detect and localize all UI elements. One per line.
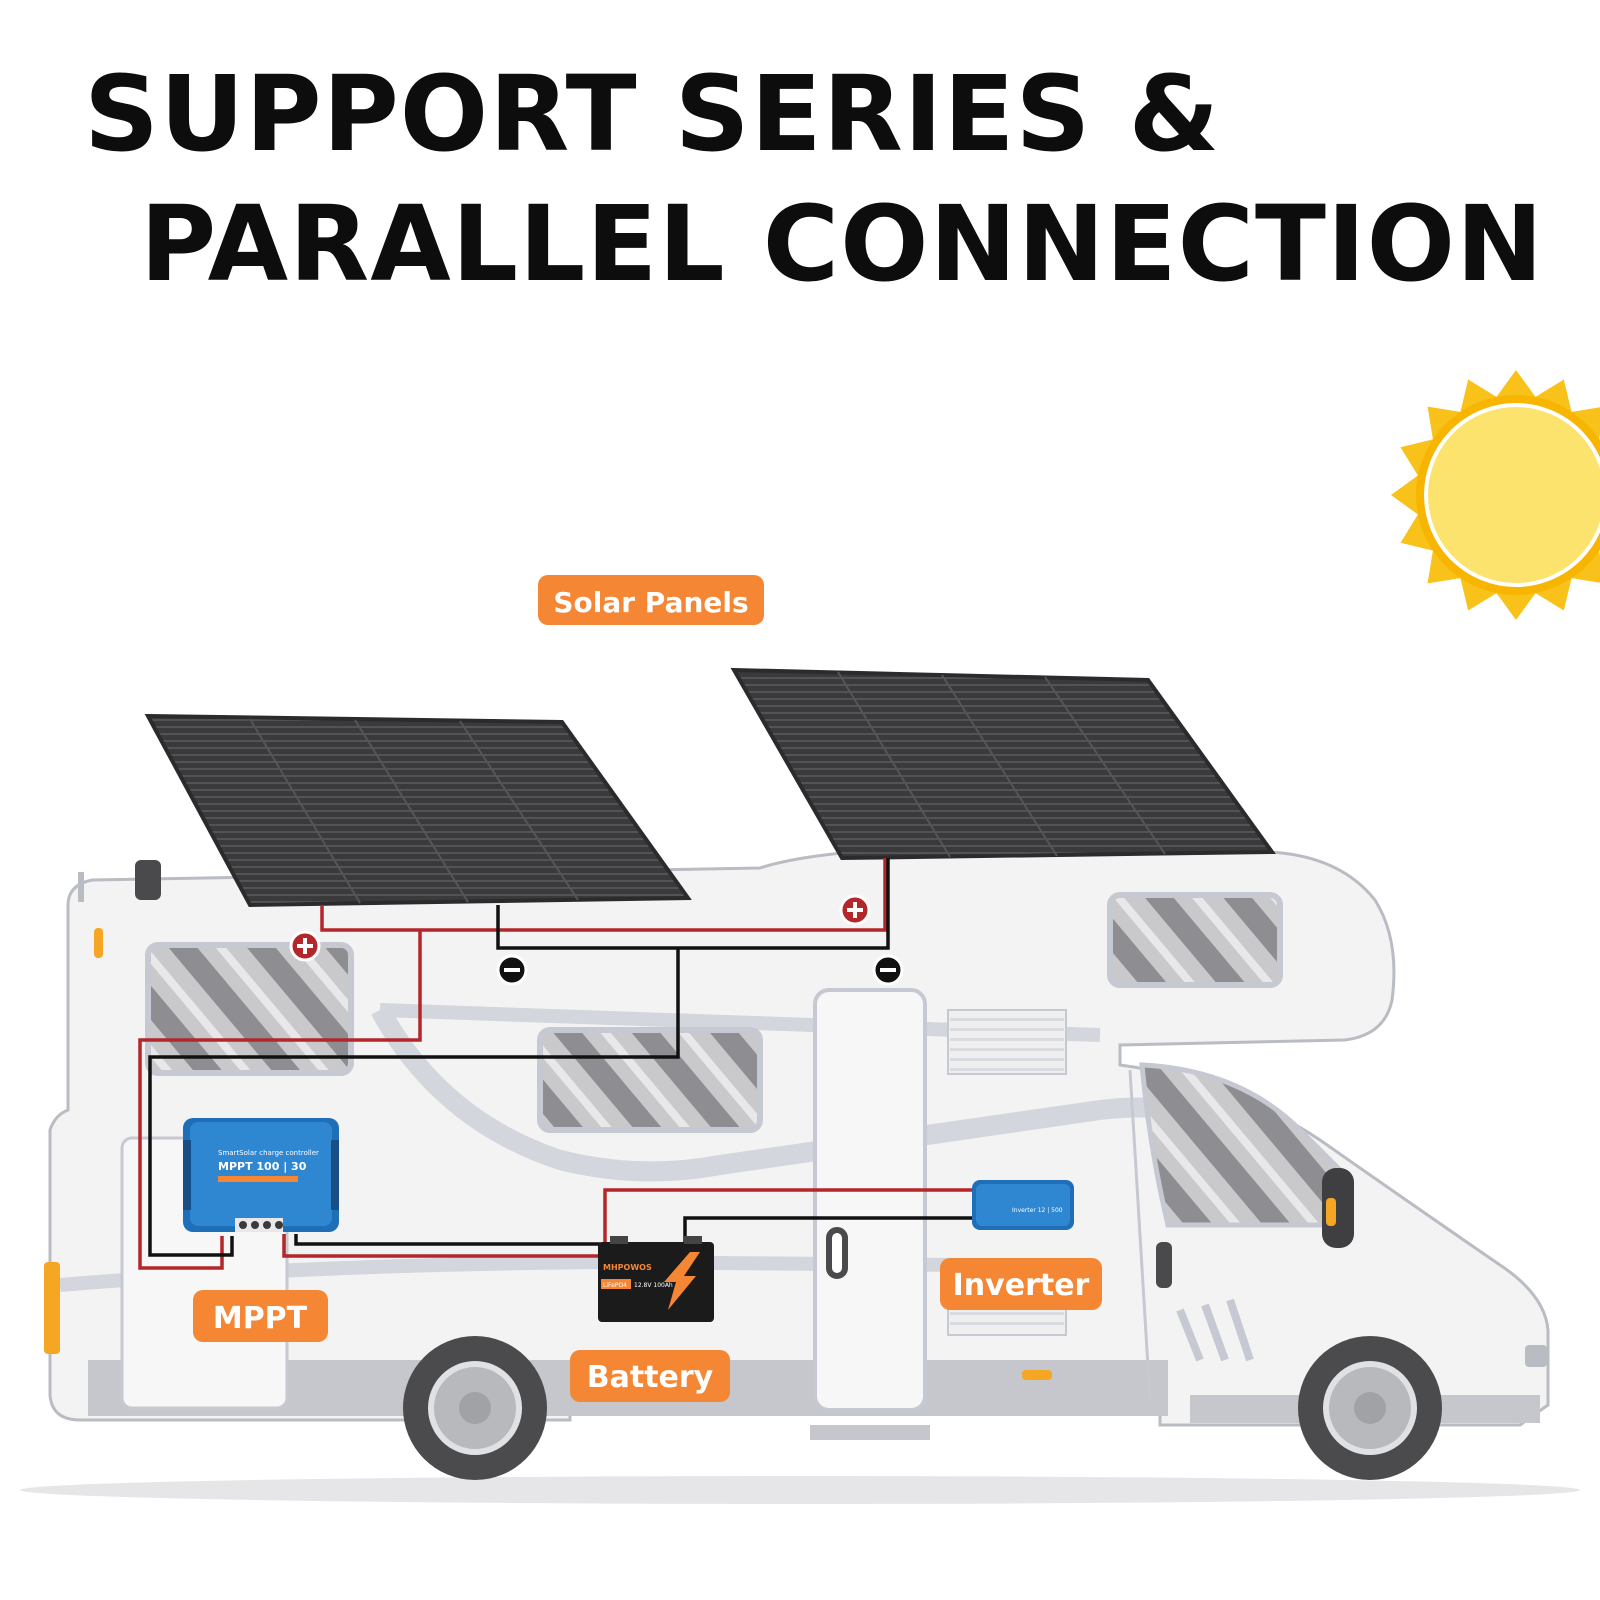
mppt-label: MPPT: [193, 1290, 328, 1342]
battery-label: Battery: [570, 1350, 730, 1402]
negative-wire-to-mppt: [148, 948, 680, 1257]
inverter-model: Inverter 12 | 500: [1012, 1207, 1063, 1214]
minus-terminal-icon: [496, 954, 528, 986]
plus-terminal-icon: [289, 930, 321, 962]
minus-terminal-icon: [872, 954, 904, 986]
svg-text:Inverter: Inverter: [953, 1268, 1090, 1303]
wiring: [138, 858, 972, 1270]
positive-wire-to-mppt: [138, 930, 422, 1270]
battery-chemistry: LiFePO4: [603, 1282, 627, 1289]
rear-wheel: [403, 1336, 547, 1480]
positive-wire-battery-inverter: [603, 1188, 972, 1242]
inverter-label: Inverter: [940, 1258, 1102, 1310]
sun-icon: [1391, 370, 1600, 620]
controller-brand: SmartSolar charge controller: [218, 1149, 319, 1157]
battery-brand: MHPOWOS: [603, 1263, 652, 1272]
negative-wire-mppt-battery: [294, 1234, 600, 1246]
solar-panels-label: Solar Panels: [538, 575, 764, 625]
headline-line-1: SUPPORT SERIES &: [84, 53, 1221, 175]
solar-panel-left: [144, 713, 692, 908]
svg-text:Solar Panels: Solar Panels: [553, 586, 748, 619]
svg-text:Battery: Battery: [587, 1360, 714, 1395]
positive-wire-mppt-battery: [282, 1234, 600, 1258]
headline-line-2: PARALLEL CONNECTION: [140, 183, 1545, 305]
front-wheel: [1298, 1336, 1442, 1480]
solar-panel-right: [730, 667, 1276, 861]
battery-spec: 12.8V 100Ah: [634, 1282, 673, 1289]
battery: MHPOWOS LiFePO4 12.8V 100Ah: [598, 1236, 714, 1322]
ground-shadow: [20, 1476, 1580, 1504]
inverter-device: Inverter 12 | 500: [972, 1180, 1074, 1230]
mppt-controller: SmartSolar charge controller MPPT 100 | …: [183, 1118, 339, 1232]
controller-model: MPPT 100 | 30: [218, 1160, 307, 1173]
svg-text:MPPT: MPPT: [213, 1301, 308, 1336]
negative-wire-panel-link: [496, 858, 890, 950]
plus-terminal-icon: [839, 894, 871, 926]
negative-wire-battery-inverter: [683, 1216, 972, 1242]
positive-wire-panel-link: [320, 858, 887, 932]
